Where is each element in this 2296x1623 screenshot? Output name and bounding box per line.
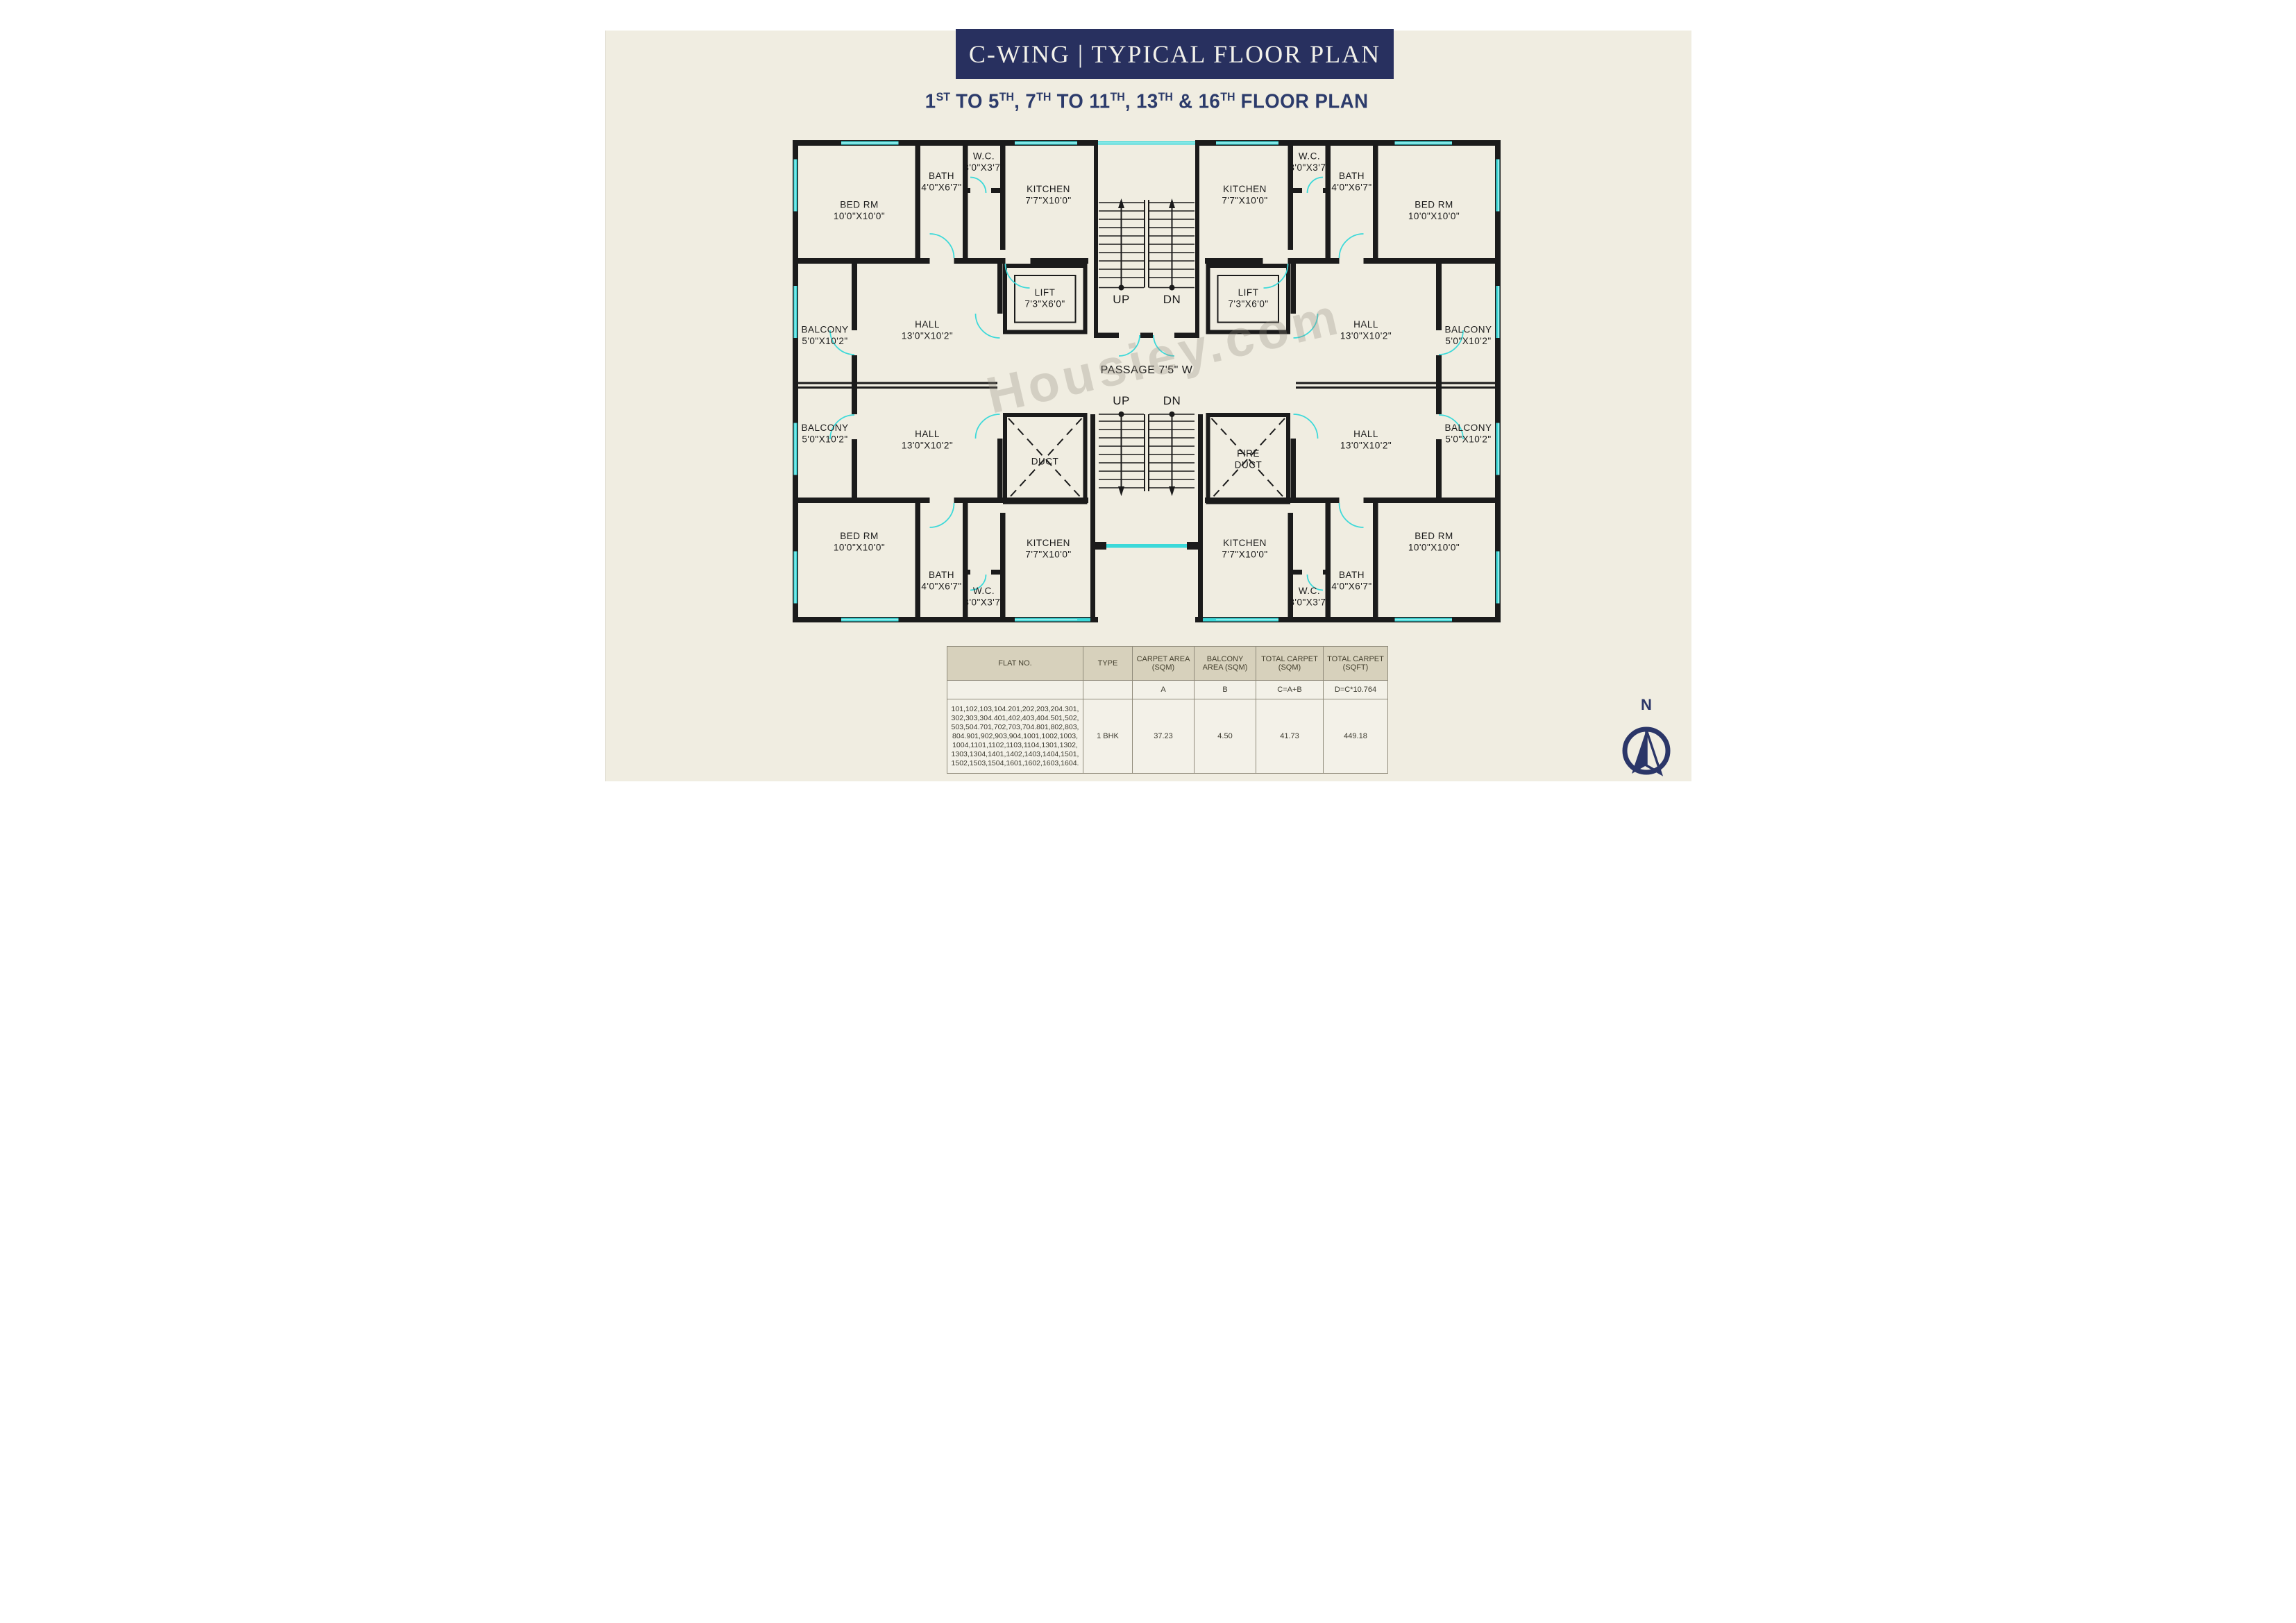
ordinal-suffix: TH <box>1158 90 1173 103</box>
col-flat-no: FLAT NO. <box>947 646 1083 681</box>
page-title: C-WING | TYPICAL FLOOR PLAN <box>968 40 1381 68</box>
room-label: DUCT <box>1031 457 1059 467</box>
north-compass: N <box>1615 697 1678 784</box>
table-formula-row: A B C=A+B D=C*10.764 <box>947 680 1388 699</box>
north-arrow-icon <box>1622 726 1671 776</box>
ordinal-suffix: TH <box>999 90 1014 103</box>
col-total-sqm: TOTAL CARPET (SQM) <box>1256 646 1324 681</box>
table-header-row: FLAT NO. TYPE CARPET AREA (SQM) BALCONY … <box>947 646 1388 681</box>
title-banner: C-WING | TYPICAL FLOOR PLAN <box>956 29 1394 79</box>
formula-type <box>1083 680 1133 699</box>
room-label: W.C.3'0"X3'7" <box>963 151 1004 173</box>
formula-c: C=A+B <box>1256 680 1324 699</box>
floor-plan-subtitle: 1ST TO 5TH, 7TH TO 11TH, 13TH & 16TH FLO… <box>925 90 1369 114</box>
subtitle-text: FLOOR PLAN <box>1235 90 1369 113</box>
formula-d: D=C*10.764 <box>1323 680 1388 699</box>
cell-total-sqft: 449.18 <box>1323 699 1388 774</box>
ordinal-suffix: TH <box>1036 90 1052 103</box>
room-label: UP <box>1113 394 1130 407</box>
subtitle-text: 1 <box>925 90 936 113</box>
floor-plan-drawing: BED RM10'0"X10'0"BATH4'0"X6'7"W.C.3'0"X3… <box>793 140 1501 622</box>
subtitle-wrap: 1ST TO 5TH, 7TH TO 11TH, 13TH & 16TH FLO… <box>793 90 1501 114</box>
room-label: W.C.3'0"X3'7" <box>963 586 1004 608</box>
cell-carpet: 37.23 <box>1132 699 1195 774</box>
subtitle-text: TO 5 <box>949 90 999 113</box>
room-label: W.C.3'0"X3'7" <box>1289 586 1329 608</box>
page: C-WING | TYPICAL FLOOR PLAN 1ST TO 5TH, … <box>574 0 1722 812</box>
ordinal-suffix: ST <box>936 90 950 103</box>
cell-balcony: 4.50 <box>1194 699 1256 774</box>
room-label: DN <box>1163 293 1181 306</box>
subtitle-text: , 7 <box>1013 90 1037 113</box>
room-label: W.C.3'0"X3'7" <box>1289 151 1329 173</box>
col-type: TYPE <box>1083 646 1133 681</box>
ordinal-suffix: TH <box>1110 90 1125 103</box>
formula-a: A <box>1132 680 1195 699</box>
area-table: FLAT NO. TYPE CARPET AREA (SQM) BALCONY … <box>947 646 1388 774</box>
room-label: UP <box>1113 293 1130 306</box>
table-row: 101,102,103,104.201,202,203,204.301, 302… <box>947 699 1388 774</box>
cell-type: 1 BHK <box>1083 699 1133 774</box>
subtitle-text: TO 11 <box>1051 90 1111 113</box>
room-label: PASSAGE 7'5" W <box>1101 364 1193 376</box>
col-total-sqft: TOTAL CARPET (SQFT) <box>1323 646 1388 681</box>
col-carpet: CARPET AREA (SQM) <box>1132 646 1195 681</box>
cell-total-sqm: 41.73 <box>1256 699 1324 774</box>
ordinal-suffix: TH <box>1220 90 1235 103</box>
room-label: DN <box>1163 394 1181 407</box>
north-label: N <box>1641 696 1652 713</box>
formula-flat <box>947 680 1083 699</box>
subtitle-text: , 13 <box>1124 90 1158 113</box>
col-balcony: BALCONY AREA (SQM) <box>1194 646 1256 681</box>
subtitle-text: & 16 <box>1172 90 1221 113</box>
cell-flat-no: 101,102,103,104.201,202,203,204.301, 302… <box>947 699 1083 774</box>
formula-b: B <box>1194 680 1256 699</box>
